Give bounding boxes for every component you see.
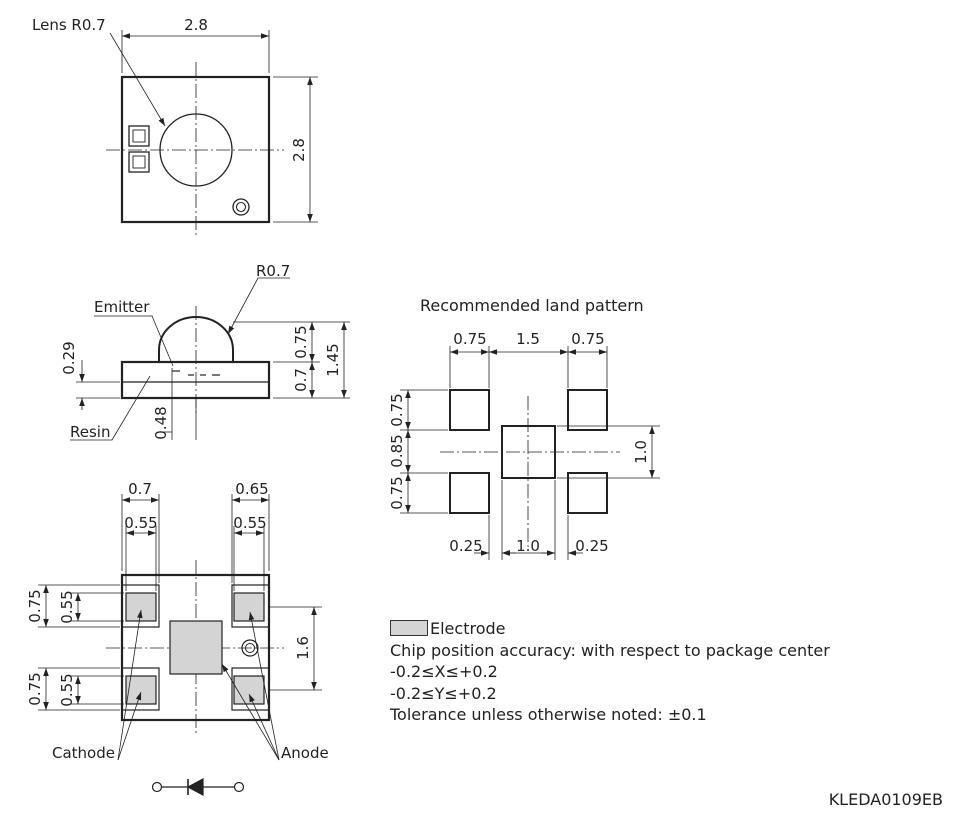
top-height-dim: 2.8	[290, 138, 308, 162]
top-mark-upper	[128, 125, 150, 147]
land-pattern-title: Recommended land pattern	[420, 296, 644, 315]
emitter-label: Emitter	[94, 298, 150, 316]
top-mark-lower	[128, 151, 150, 173]
land-dim-bottom-mid: 1.0	[516, 537, 540, 555]
note-line-3: -0.2≤Y≤+0.2	[390, 683, 497, 703]
diode-symbol-icon	[151, 778, 245, 796]
electrode-legend-swatch	[390, 620, 428, 636]
bottom-view	[38, 494, 322, 761]
bottom-dim-075-upper: 0.75	[26, 589, 44, 622]
side-dim-029: 0.29	[60, 341, 78, 374]
top-width-dim: 2.8	[184, 16, 208, 34]
land-dim-top-left: 0.75	[453, 330, 486, 348]
r07-label: R0.7	[256, 262, 290, 280]
bottom-dim-07: 0.7	[128, 480, 152, 498]
bottom-dim-075-lower: 0.75	[26, 672, 44, 705]
electrode-cathode-upper	[125, 592, 157, 622]
bottom-dim-16: 1.6	[294, 636, 312, 660]
side-dim-075: 0.75	[292, 325, 310, 358]
electrode-center-pad	[169, 620, 223, 675]
document-id: KLEDA0109EB	[828, 790, 943, 809]
bottom-dim-055-right: 0.55	[233, 514, 266, 532]
notes-block: Electrode Chip position accuracy: with r…	[390, 618, 830, 726]
land-pad-top-right	[567, 389, 608, 431]
land-dim-left-top: 0.75	[388, 393, 406, 426]
land-dim-bottom-left: 0.25	[449, 537, 482, 555]
side-dim-048: 0.48	[152, 406, 170, 439]
electrode-legend-label: Electrode	[430, 619, 506, 638]
land-pad-bottom-left	[449, 472, 490, 514]
land-pattern	[400, 346, 660, 560]
anode-label: Anode	[281, 744, 329, 762]
lens-label: Lens R0.7	[32, 16, 106, 34]
top-package-outline	[120, 75, 271, 224]
electrode-legend: Electrode	[390, 618, 830, 640]
bottom-dim-055-upper: 0.55	[58, 590, 76, 623]
land-dim-top-right: 0.75	[571, 330, 604, 348]
bottom-dim-065: 0.65	[235, 480, 268, 498]
side-dim-07: 0.7	[292, 368, 310, 392]
resin-label: Resin	[70, 423, 110, 441]
land-dim-left-bottom: 0.75	[388, 476, 406, 509]
bottom-dim-055-lower: 0.55	[58, 673, 76, 706]
note-line-1: Chip position accuracy: with respect to …	[390, 640, 830, 660]
bottom-package-outline	[120, 573, 271, 722]
side-body	[120, 360, 271, 400]
side-view	[70, 277, 350, 441]
bottom-index-mark-icon	[241, 639, 259, 657]
land-dim-left-mid: 0.85	[388, 434, 406, 467]
cathode-label: Cathode	[52, 744, 115, 762]
bottom-dim-055-left: 0.55	[124, 514, 157, 532]
land-pad-top-left	[449, 389, 490, 431]
land-dim-top-mid: 1.5	[516, 330, 540, 348]
side-dim-145: 1.45	[324, 343, 342, 376]
land-dim-bottom-right: 0.25	[575, 537, 608, 555]
top-view	[106, 30, 318, 236]
note-line-2: -0.2≤X≤+0.2	[390, 662, 498, 681]
electrode-anode-upper	[233, 592, 265, 622]
land-pad-bottom-right	[567, 472, 608, 514]
note-line-4: Tolerance unless otherwise noted: ±0.1	[390, 705, 707, 724]
electrode-anode-lower	[233, 675, 265, 705]
index-mark-icon	[232, 198, 250, 216]
land-dim-right: 1.0	[632, 440, 650, 464]
